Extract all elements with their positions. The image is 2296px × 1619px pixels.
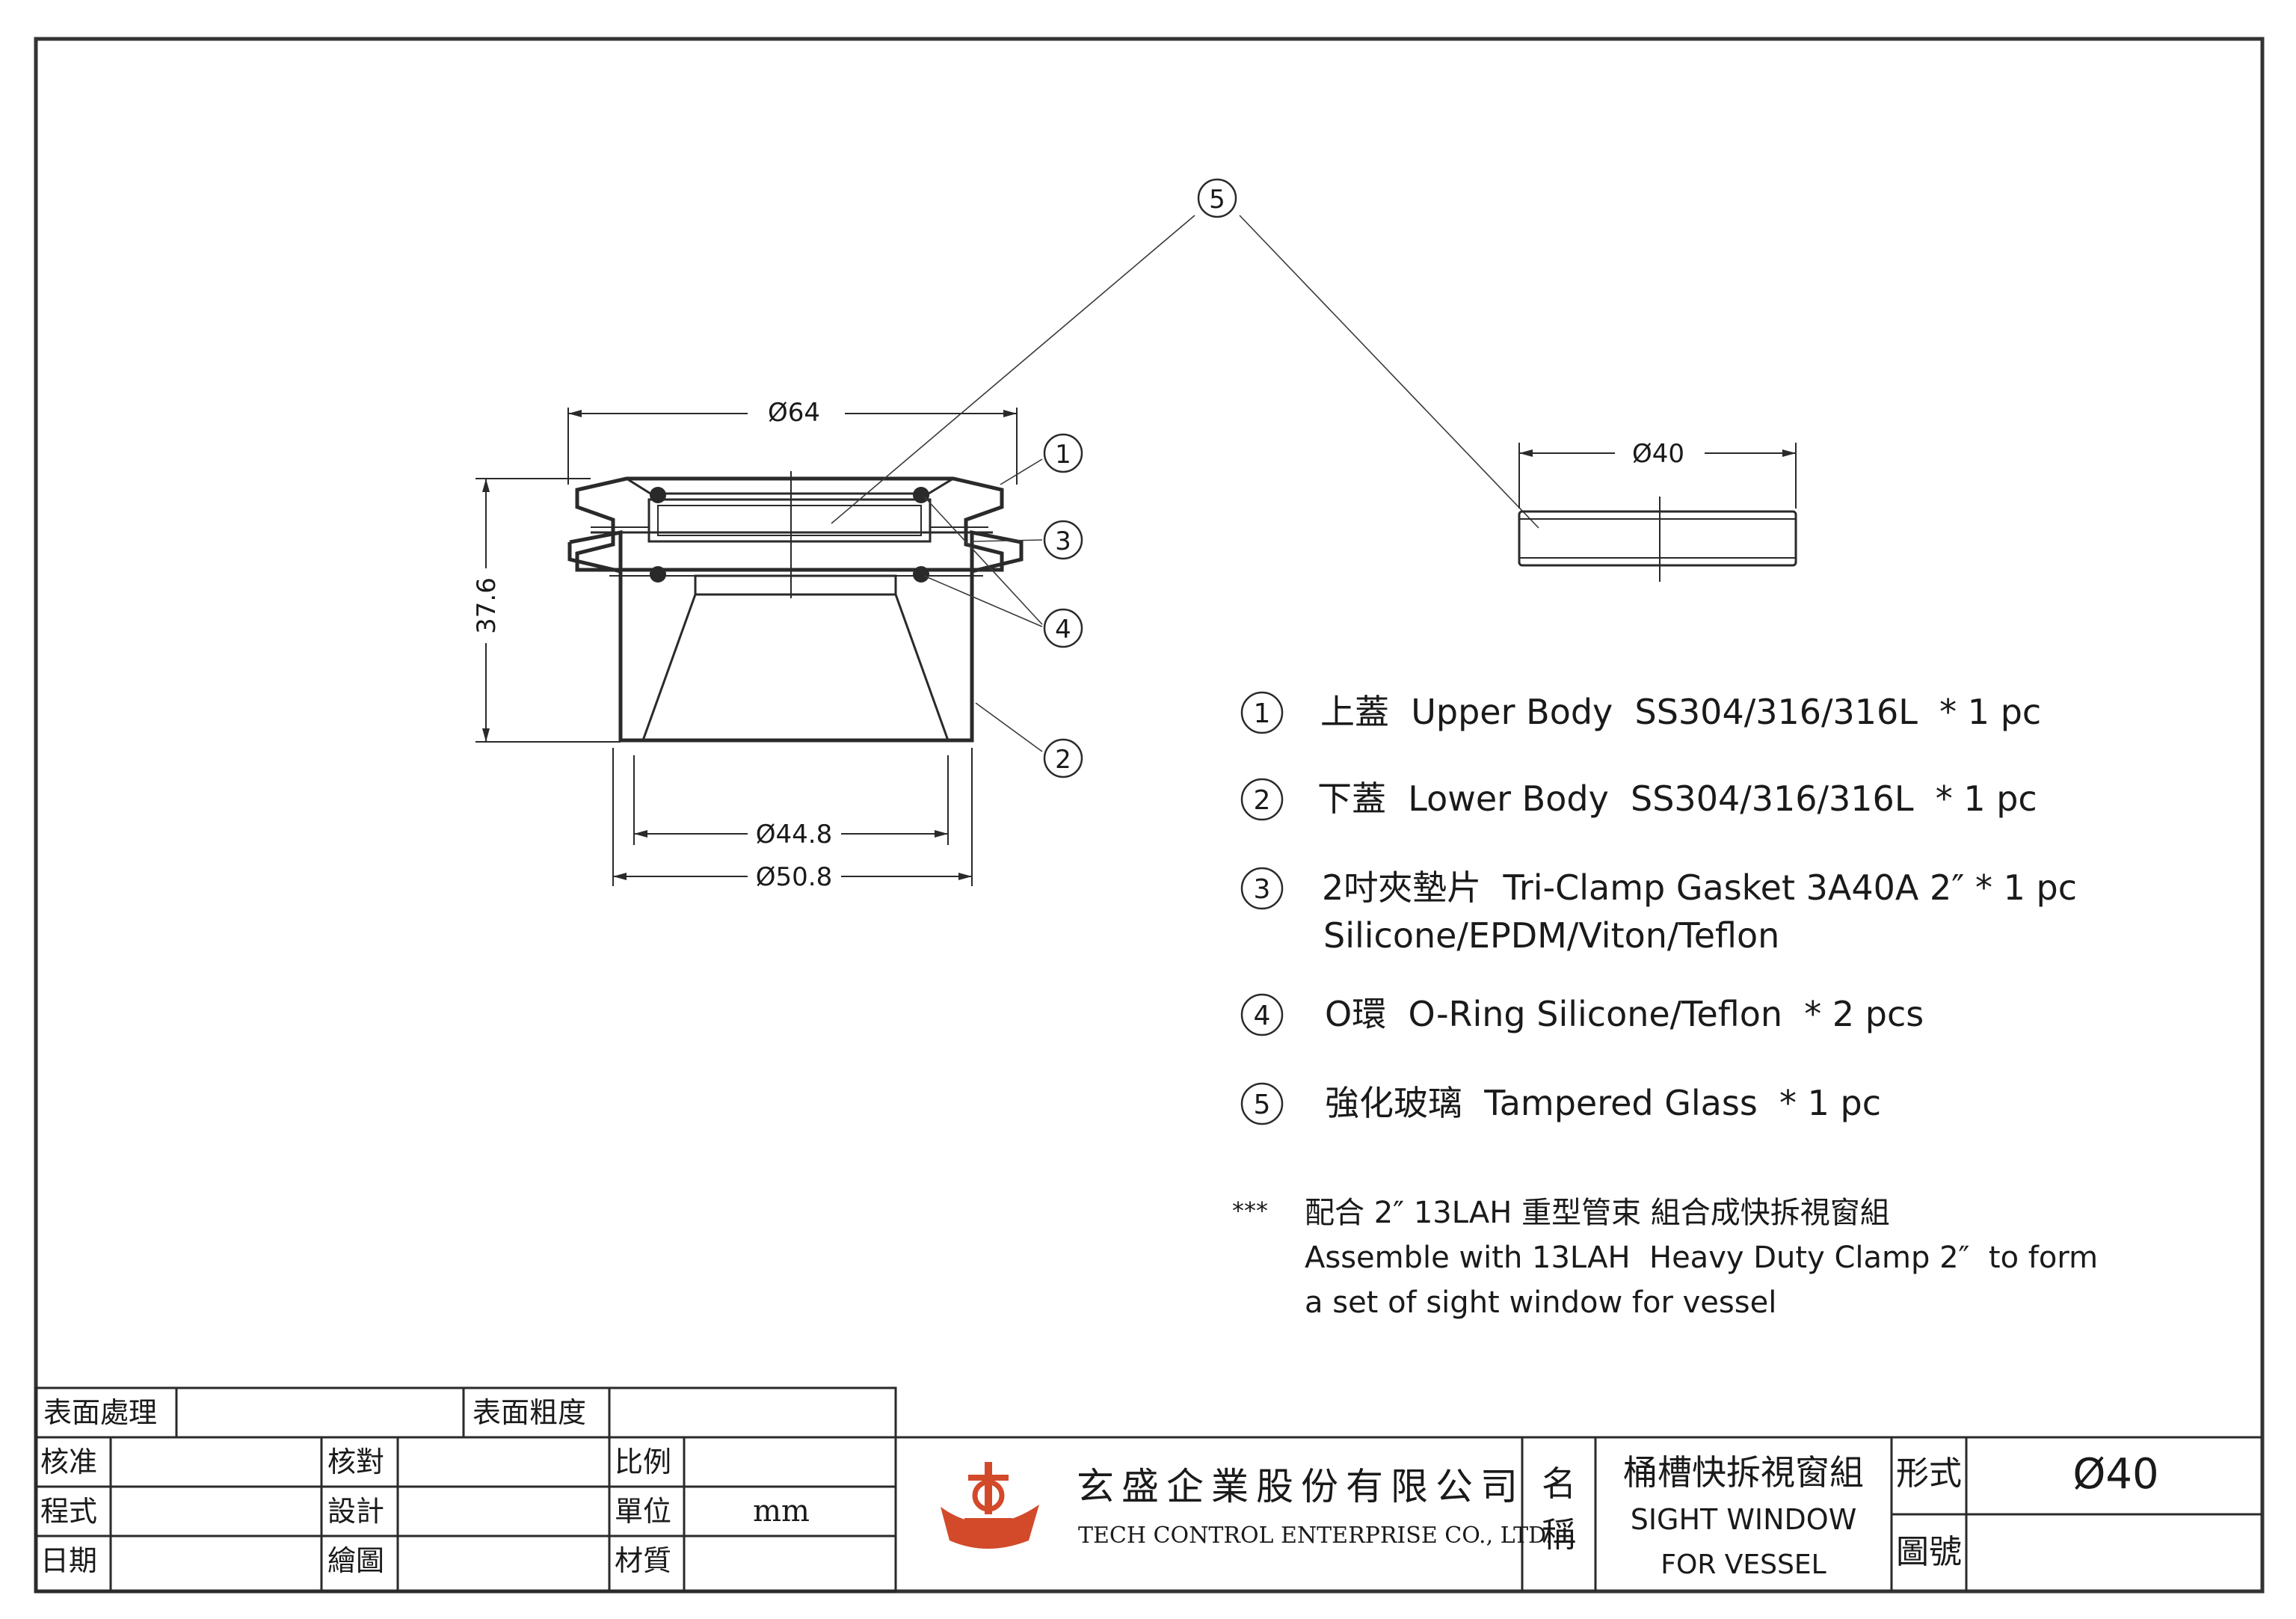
label-name-2: 稱 bbox=[1542, 1514, 1576, 1555]
label-scale: 比例 bbox=[615, 1446, 671, 1478]
callout-5: 5 bbox=[1197, 178, 1237, 218]
company-name-en: TECH CONTROL ENTERPRISE CO., LTD. bbox=[1078, 1523, 1553, 1549]
part-row-5: 5 強化玻璃 Tampered Glass * 1 pc bbox=[1240, 1082, 1881, 1125]
company-logo bbox=[941, 1462, 1039, 1549]
dim-glass-diameter: Ø40 bbox=[1632, 439, 1684, 469]
svg-text:1: 1 bbox=[1055, 440, 1071, 470]
callout-4: 4 bbox=[1043, 608, 1083, 648]
part-4-text: O環 O-Ring Silicone/Teflon * 2 pcs bbox=[1325, 994, 1924, 1034]
part-3-text-2: Silicone/EPDM/Viton/Teflon bbox=[1323, 915, 1779, 956]
part-1-text: 上蓋 Upper Body SS304/316/316L * 1 pc bbox=[1320, 692, 2041, 732]
o-ring-top-left bbox=[650, 487, 666, 503]
dim-top-diameter: Ø64 bbox=[768, 398, 820, 428]
label-surface-roughness: 表面粗度 bbox=[473, 1396, 586, 1429]
part-row-2: 2 下蓋 Lower Body SS304/316/316L * 1 pc bbox=[1240, 778, 2037, 821]
note-line-2: Assemble with 13LAH Heavy Duty Clamp 2″ … bbox=[1305, 1241, 2098, 1275]
svg-text:5: 5 bbox=[1209, 185, 1225, 215]
value-type: Ø40 bbox=[2072, 1450, 2158, 1499]
note-line-1: 配合 2″ 13LAH 重型管束 組合成快拆視窗組 bbox=[1305, 1196, 1890, 1230]
label-approved: 核准 bbox=[40, 1446, 97, 1478]
svg-text:2: 2 bbox=[1254, 785, 1271, 816]
title-block: 表面處理 表面粗度 核准 核對 比例 程式 設計 單位 mm 日期 繪圖 材質 … bbox=[34, 1386, 2262, 1593]
svg-text:1: 1 bbox=[1254, 698, 1271, 729]
assembly-note: *** 配合 2″ 13LAH 重型管束 組合成快拆視窗組 Assemble w… bbox=[1232, 1196, 2098, 1320]
parts-list: 1 上蓋 Upper Body SS304/316/316L * 1 pc 2 … bbox=[1240, 691, 2077, 1125]
svg-text:3: 3 bbox=[1055, 526, 1071, 556]
product-name-en-2: FOR VESSEL bbox=[1661, 1549, 1826, 1580]
part-2-text: 下蓋 Lower Body SS304/316/316L * 1 pc bbox=[1317, 778, 2037, 819]
section-view: Ø64 37.6 Ø44.8 Ø50.8 bbox=[472, 215, 1539, 892]
callout-1: 1 bbox=[1043, 433, 1083, 473]
part-row-3: 3 2吋夾墊片 Tri-Clamp Gasket 3A40A 2″ * 1 pc… bbox=[1240, 867, 2077, 956]
label-designed: 設計 bbox=[327, 1495, 384, 1528]
svg-text:2: 2 bbox=[1055, 745, 1071, 775]
part-5-text: 強化玻璃 Tampered Glass * 1 pc bbox=[1325, 1083, 1881, 1123]
part-row-1: 1 上蓋 Upper Body SS304/316/316L * 1 pc bbox=[1240, 691, 2041, 734]
company-name-cn: 玄盛企業股份有限公司 bbox=[1077, 1465, 1525, 1508]
label-drawing-no: 圖號 bbox=[1896, 1533, 1962, 1571]
label-checked: 核對 bbox=[327, 1446, 384, 1478]
o-ring-top-right bbox=[913, 487, 929, 503]
note-line-3: a set of sight window for vessel bbox=[1305, 1285, 1776, 1320]
label-material: 材質 bbox=[615, 1544, 671, 1577]
note-marker: *** bbox=[1232, 1196, 1268, 1225]
part-3-text: 2吋夾墊片 Tri-Clamp Gasket 3A40A 2″ * 1 pc bbox=[1322, 867, 2077, 908]
value-unit: mm bbox=[753, 1494, 810, 1529]
label-surface-treatment: 表面處理 bbox=[43, 1396, 157, 1429]
svg-text:5: 5 bbox=[1254, 1090, 1271, 1120]
label-unit: 單位 bbox=[615, 1495, 671, 1528]
dim-height: 37.6 bbox=[472, 577, 502, 634]
callout-3: 3 bbox=[1043, 520, 1083, 560]
label-name-1: 名 bbox=[1542, 1463, 1576, 1504]
drawing-border bbox=[34, 37, 2265, 1594]
glass-view: Ø40 bbox=[1518, 439, 1797, 582]
dim-inner-diameter: Ø44.8 bbox=[756, 820, 832, 850]
part-row-4: 4 O環 O-Ring Silicone/Teflon * 2 pcs bbox=[1240, 993, 1924, 1036]
product-name-cn: 桶槽快拆視窗組 bbox=[1623, 1452, 1864, 1493]
label-drawn: 繪圖 bbox=[327, 1544, 384, 1577]
o-ring-bottom-left bbox=[650, 566, 666, 583]
svg-text:3: 3 bbox=[1254, 874, 1271, 905]
label-date: 日期 bbox=[40, 1544, 97, 1577]
svg-text:4: 4 bbox=[1055, 615, 1071, 645]
label-process: 程式 bbox=[40, 1495, 97, 1528]
callout-2: 2 bbox=[1043, 738, 1083, 778]
dim-outer-diameter: Ø50.8 bbox=[756, 862, 832, 892]
o-ring-bottom-right bbox=[913, 566, 929, 583]
svg-text:4: 4 bbox=[1254, 1001, 1271, 1031]
product-name-en-1: SIGHT WINDOW bbox=[1631, 1503, 1857, 1536]
label-type: 形式 bbox=[1896, 1454, 1962, 1493]
